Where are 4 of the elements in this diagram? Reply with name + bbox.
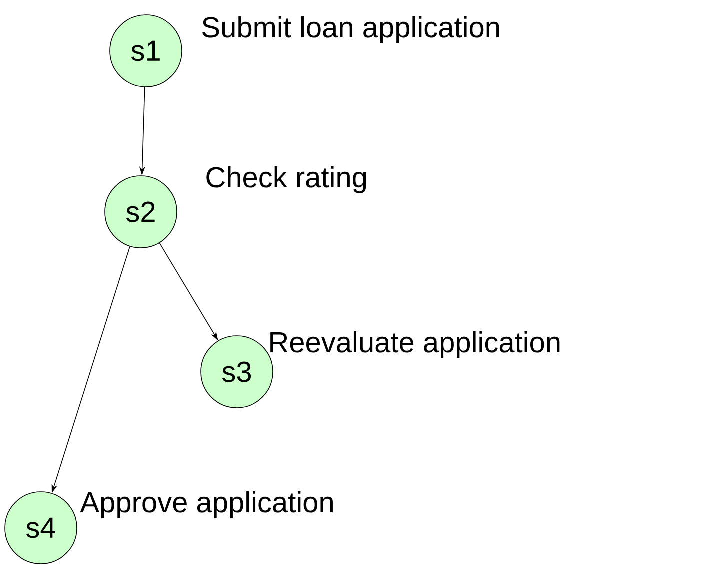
state-label: Reevaluate application xyxy=(270,332,560,359)
state-label: Approve application xyxy=(80,492,333,519)
state-label: Submit loan application xyxy=(202,16,500,44)
state-label: Check rating xyxy=(206,166,366,194)
